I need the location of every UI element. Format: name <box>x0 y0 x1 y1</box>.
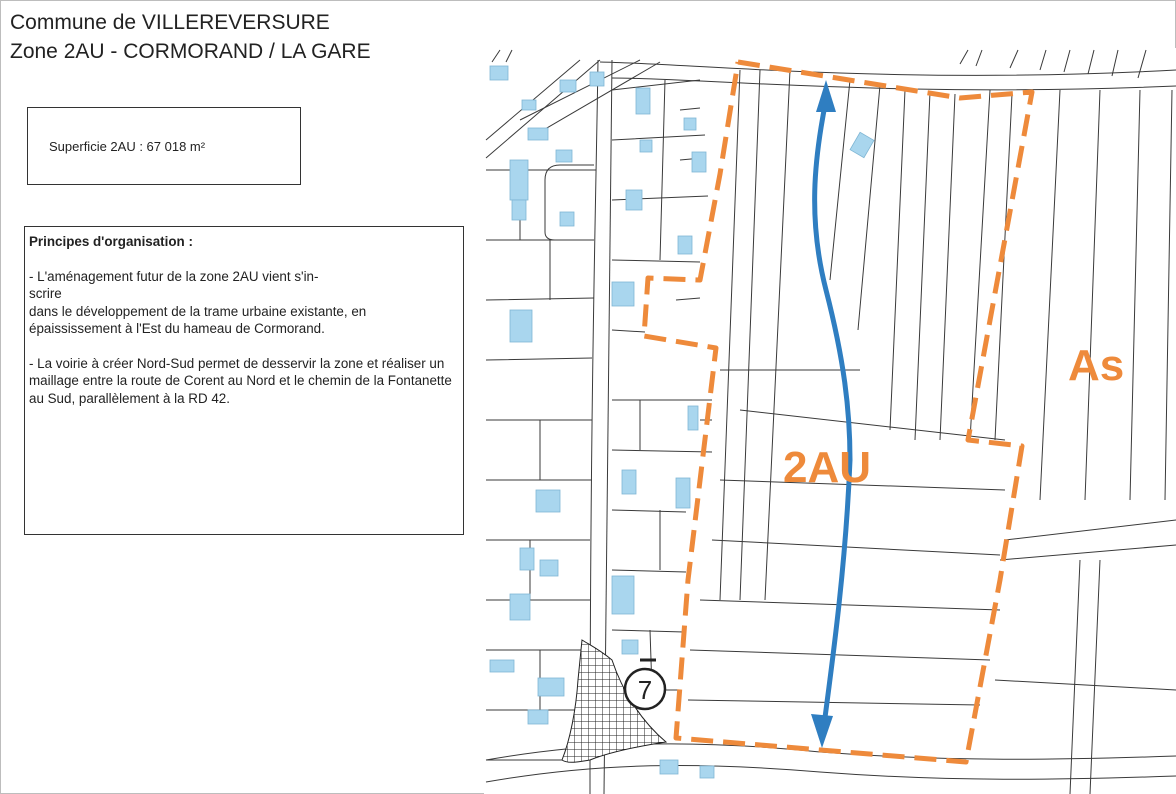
principles-box: Principes d'organisation : - L'aménageme… <box>24 226 464 535</box>
map-svg: 7 2AU As <box>485 49 1176 794</box>
numbered-circle-icon: 7 <box>623 658 667 711</box>
principles-heading: Principes d'organisation : <box>29 234 193 249</box>
zone-2au-label: 2AU <box>783 443 871 492</box>
cadastral-map: 7 2AU As <box>484 48 1176 794</box>
commune-title: Commune de VILLEREVERSURE <box>10 11 330 34</box>
surface-box: Superficie 2AU : 67 018 m² <box>27 107 301 185</box>
north-south-road-arrow <box>811 80 853 748</box>
zone-title: Zone 2AU - CORMORAND / LA GARE <box>10 40 371 63</box>
zone-2au-boundary <box>641 59 1035 765</box>
principle-paragraph-2: - La voirie à créer Nord-Sud permet de d… <box>29 355 452 406</box>
principle-paragraph-1: - L'aménagement futur de la zone 2AU vie… <box>29 268 367 337</box>
hatched-area <box>561 639 668 763</box>
marker-number: 7 <box>638 675 652 705</box>
page-title: Commune de VILLEREVERSURE Zone 2AU - COR… <box>10 8 371 66</box>
zone-as-label: As <box>1068 341 1124 390</box>
buildings <box>489 65 875 779</box>
surface-label: Superficie 2AU : 67 018 m² <box>49 138 206 154</box>
